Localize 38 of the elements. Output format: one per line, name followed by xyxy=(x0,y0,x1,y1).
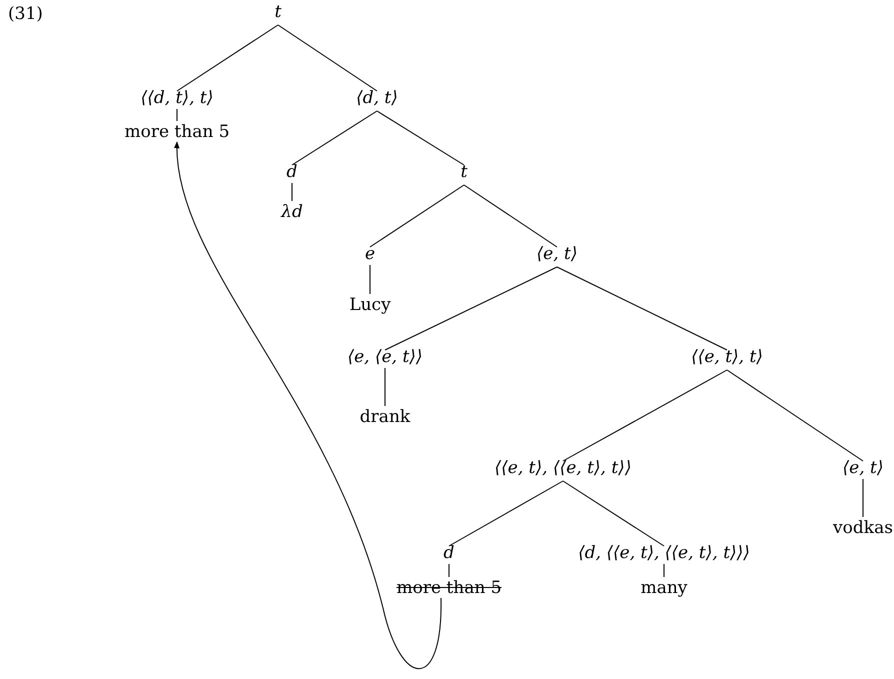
type-label: t xyxy=(460,162,468,182)
tree-branch xyxy=(464,184,558,248)
tree-branch xyxy=(278,24,378,92)
word-label: more than 5 xyxy=(124,122,230,142)
type-label: ⟨e, t⟩ xyxy=(842,458,884,478)
type-label: ⟨d, ⟨⟨e, t⟩, ⟨⟨e, t⟩, t⟩⟩⟩ xyxy=(578,543,750,563)
word-label: many xyxy=(640,578,688,598)
tree-branch xyxy=(556,266,728,350)
tree-branch xyxy=(384,368,386,406)
tree-branch xyxy=(376,110,464,166)
type-label: d xyxy=(286,162,298,182)
word-label: Lucy xyxy=(349,295,391,315)
tree-branch xyxy=(862,478,864,518)
tree-branch xyxy=(448,480,564,546)
type-label: ⟨e, t⟩ xyxy=(536,244,578,264)
type-label: λd xyxy=(281,202,303,222)
tree-branch xyxy=(562,370,728,462)
tree-branch xyxy=(384,266,558,350)
tree-branch xyxy=(448,564,450,578)
tree-branch xyxy=(176,24,278,92)
type-label: e xyxy=(364,244,376,264)
tree-branch xyxy=(370,184,464,248)
tree-branch xyxy=(726,370,864,462)
type-label: d xyxy=(444,543,454,563)
tree-branch xyxy=(562,480,664,546)
word-label: vodkas xyxy=(833,518,893,538)
type-label: ⟨⟨e, t⟩, t⟩ xyxy=(691,347,763,367)
tree-branch xyxy=(176,108,178,122)
type-label: ⟨⟨d, t⟩, t⟩ xyxy=(140,88,214,108)
struck-out-phrase: more than 5 xyxy=(396,578,502,598)
type-label: t xyxy=(274,2,282,22)
type-label: ⟨⟨e, t⟩, ⟨⟨e, t⟩, t⟩⟩ xyxy=(494,458,632,478)
movement-arrow xyxy=(174,141,442,670)
example-number: (31) xyxy=(8,4,43,24)
word-label: drank xyxy=(360,407,410,427)
tree-branch xyxy=(292,110,378,166)
type-label: ⟨d, t⟩ xyxy=(356,88,398,108)
type-label: ⟨e, ⟨e, t⟩⟩ xyxy=(347,347,423,367)
